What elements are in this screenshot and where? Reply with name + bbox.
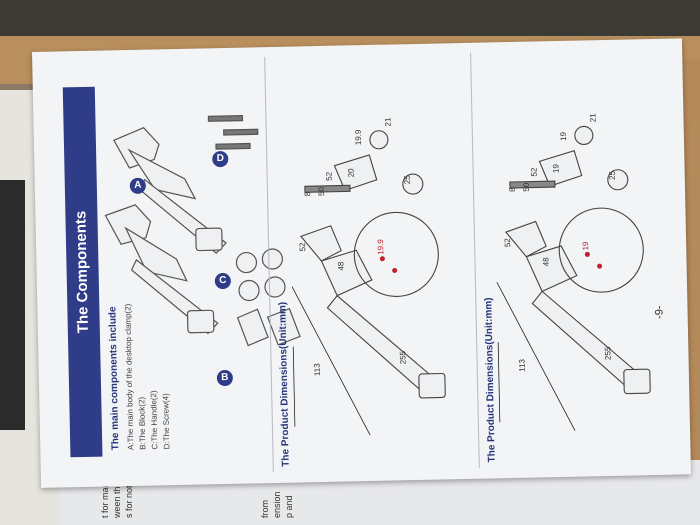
dim-19-label-19b: 19 <box>551 164 561 174</box>
next-page-fragment-4: from <box>260 500 270 518</box>
dim-19-label-255: 255 <box>603 346 613 361</box>
dim-19-label-48: 48 <box>541 257 551 267</box>
dims-20-drawing <box>291 130 446 436</box>
page-number: -9- <box>653 305 666 320</box>
dim-19-label-50: 50 <box>521 182 532 192</box>
dim-19-label-21: 21 <box>588 113 598 123</box>
dims-19-drawing <box>496 125 651 431</box>
dim-19-label-25: 25 <box>607 170 617 180</box>
dim-19-label-19: 19 <box>558 131 568 141</box>
next-page-fragment-3: s for not <box>124 485 134 518</box>
components-illustration <box>104 114 301 347</box>
instruction-booklet-page: The Components The main components inclu… <box>32 38 691 488</box>
dim-19-label-113: 113 <box>517 358 527 372</box>
next-page-fragment-2: ween the <box>112 481 122 518</box>
dim-19-label-52b: 52 <box>529 167 539 177</box>
box-shadow-gap <box>0 0 700 40</box>
dark-packing <box>0 180 25 430</box>
dim-19-label-8: 8 <box>507 187 518 193</box>
dim-19-label-52: 52 <box>503 238 513 248</box>
clamp-head-icon <box>113 126 160 169</box>
next-page-fragment-6: p and <box>284 495 294 518</box>
next-page-fragment-5: ension <box>272 491 282 518</box>
dim-19-label-19c: 19 <box>581 241 591 251</box>
